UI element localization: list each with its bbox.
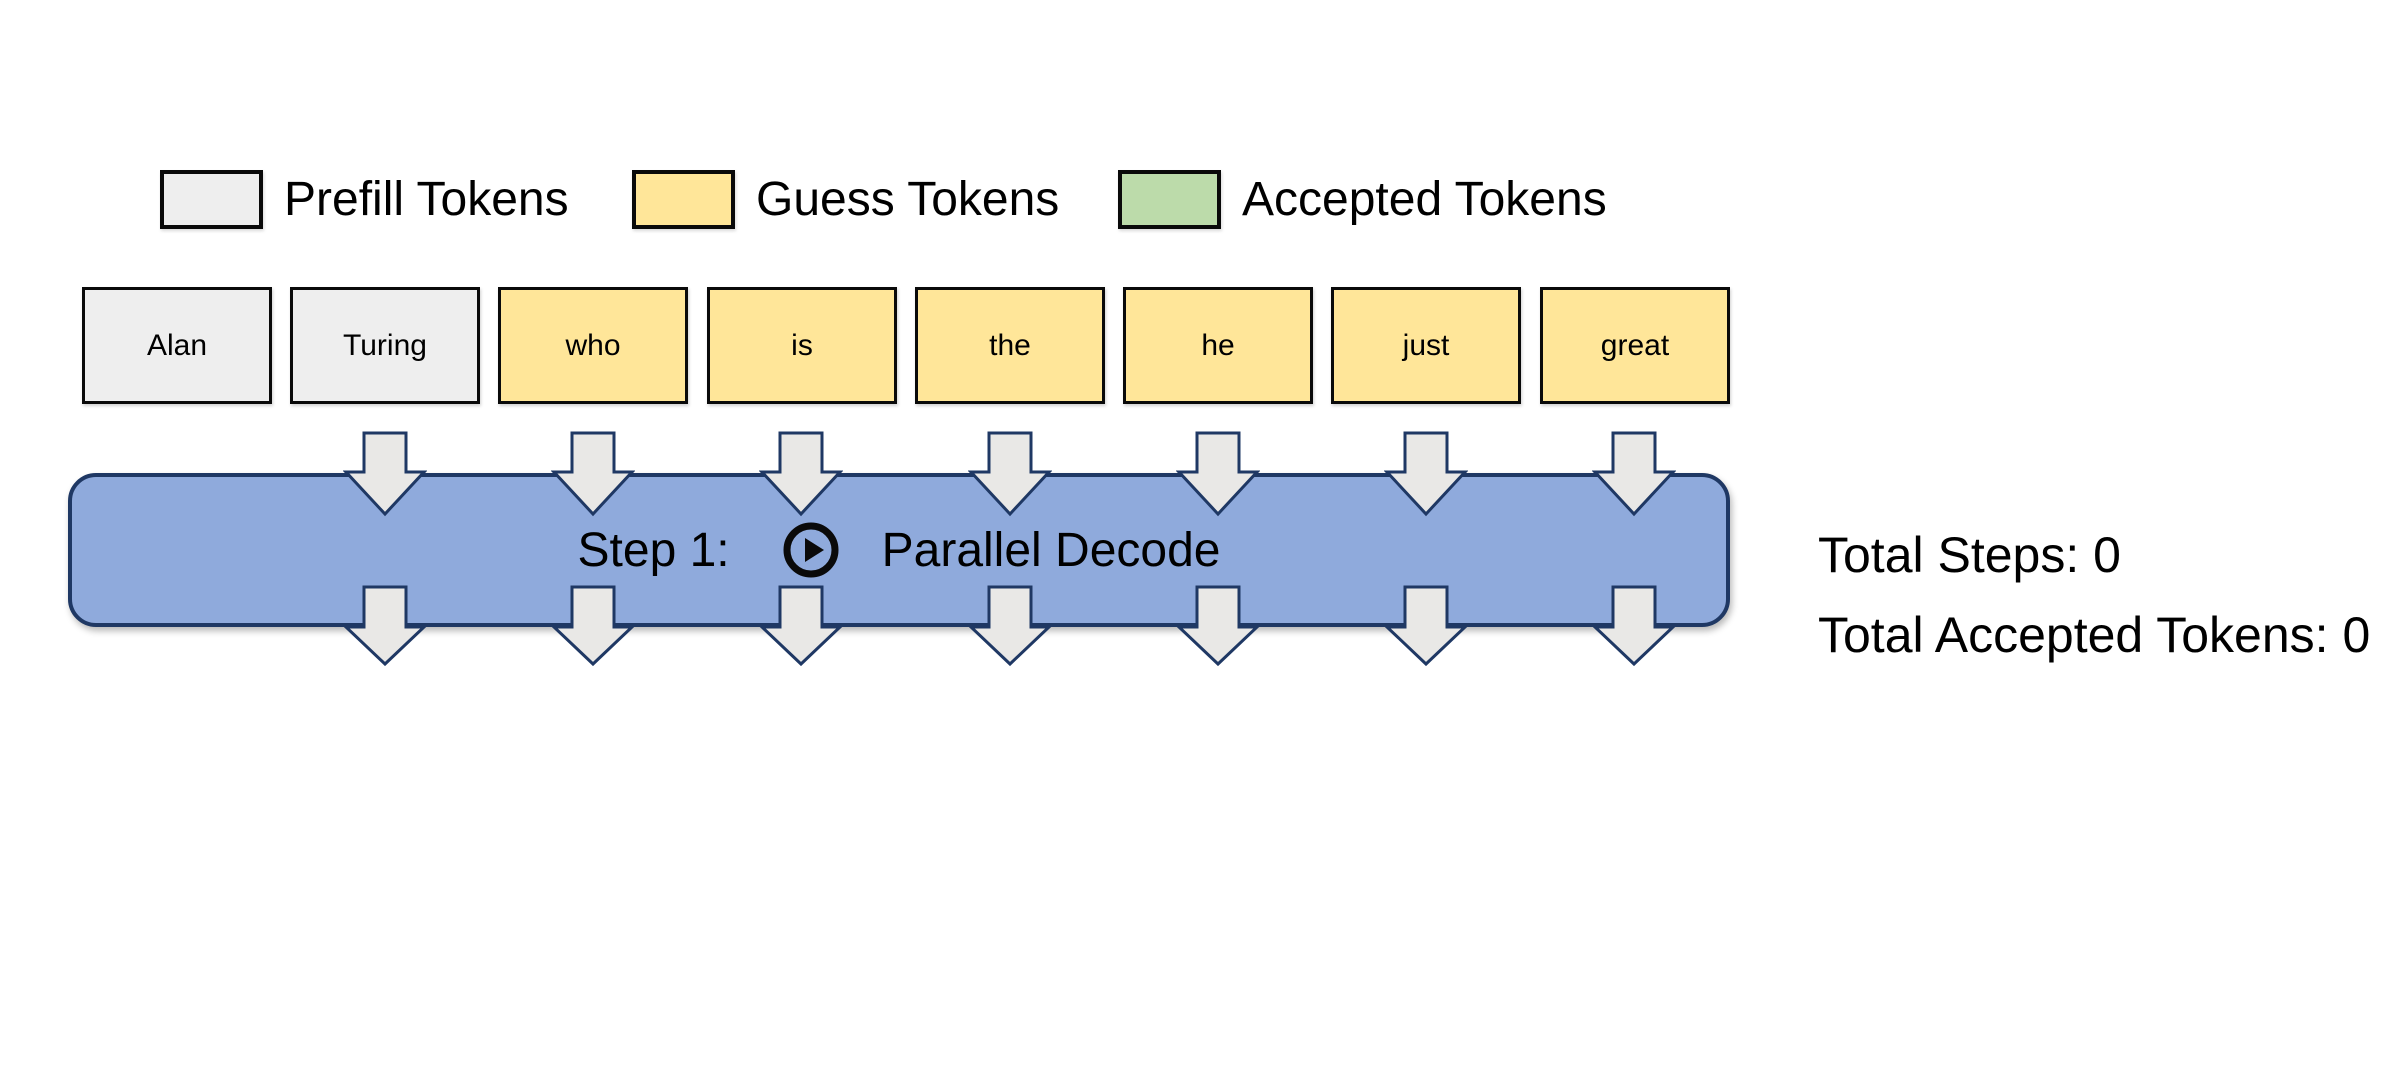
- step-action-label: Parallel Decode: [881, 523, 1221, 577]
- legend-label-guess: Guess Tokens: [756, 172, 1060, 226]
- token-box: the: [915, 287, 1105, 404]
- down-arrow-icon: [551, 585, 635, 667]
- step-bar: [68, 473, 1730, 627]
- legend-item-guess: Guess Tokens: [632, 168, 1059, 230]
- total-steps-line: Total Steps: 0: [1818, 515, 2370, 595]
- accepted-swatch: [1118, 169, 1221, 229]
- stats-panel: Total Steps: 0 Total Accepted Tokens: 0: [1818, 515, 2370, 675]
- down-arrow-icon: [1176, 585, 1260, 667]
- down-arrow-icon: [1176, 431, 1260, 517]
- token-box: Turing: [290, 287, 480, 404]
- down-arrow-icon: [1384, 585, 1468, 667]
- down-arrow-icon: [1592, 431, 1676, 517]
- legend-label-accepted: Accepted Tokens: [1242, 172, 1607, 226]
- down-arrow-icon: [759, 431, 843, 517]
- total-accepted-value: 0: [2342, 607, 2371, 663]
- step-bar-label: Step 1: Parallel Decode: [68, 473, 1730, 627]
- step-number-label: Step 1:: [577, 523, 730, 577]
- down-arrow-icon: [343, 585, 427, 667]
- token-box: great: [1540, 287, 1730, 404]
- legend-item-accepted: Accepted Tokens: [1118, 168, 1607, 230]
- down-arrow-icon: [1592, 585, 1676, 667]
- token-box: who: [498, 287, 688, 404]
- down-arrow-icon: [759, 585, 843, 667]
- legend-label-prefill: Prefill Tokens: [284, 172, 569, 226]
- down-arrow-icon: [968, 431, 1052, 517]
- total-steps-label: Total Steps:: [1818, 527, 2080, 583]
- prefill-swatch: [160, 169, 263, 229]
- down-arrow-icon: [1384, 431, 1468, 517]
- token-box: is: [707, 287, 897, 404]
- down-arrow-icon: [551, 431, 635, 517]
- down-arrow-icon: [968, 585, 1052, 667]
- total-steps-value: 0: [2093, 527, 2121, 583]
- token-box: he: [1123, 287, 1313, 404]
- token-box: just: [1331, 287, 1521, 404]
- down-arrow-icon: [343, 431, 427, 517]
- play-icon: [783, 522, 839, 578]
- total-accepted-label: Total Accepted Tokens:: [1818, 607, 2329, 663]
- guess-swatch: [632, 169, 735, 229]
- total-accepted-line: Total Accepted Tokens: 0: [1818, 595, 2370, 675]
- legend-item-prefill: Prefill Tokens: [160, 168, 569, 230]
- token-box: Alan: [82, 287, 272, 404]
